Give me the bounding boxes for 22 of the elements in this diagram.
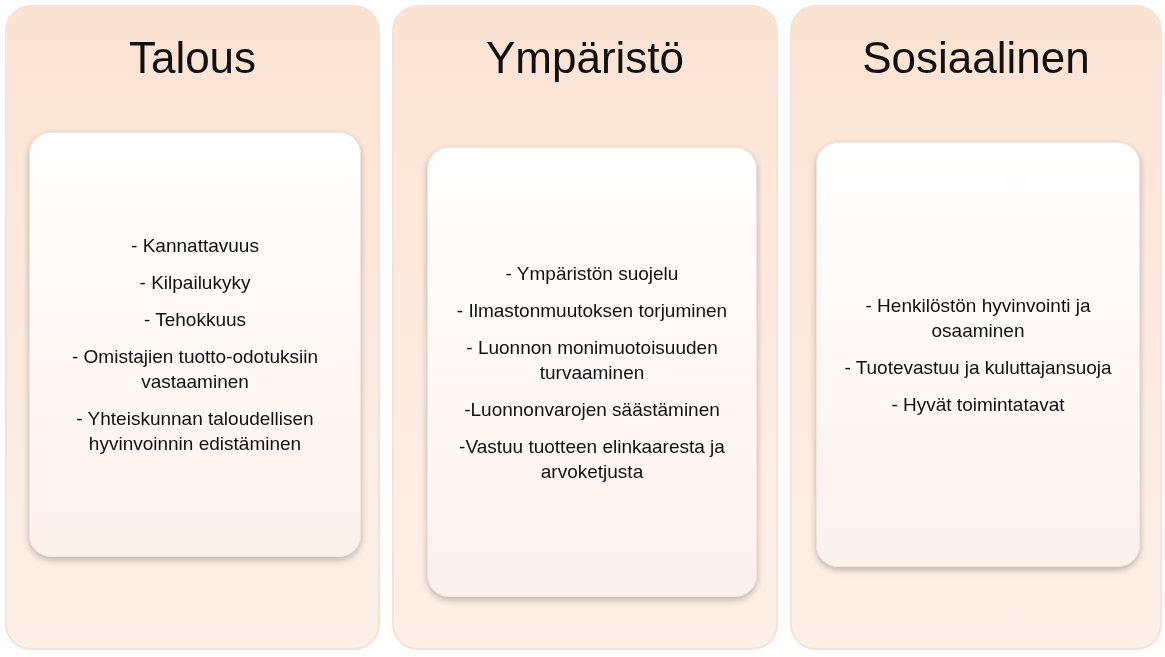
list-item: - Luonnon monimuotoisuuden turvaaminen	[465, 335, 719, 385]
list-item: - Ilmastonmuutoksen torjuminen	[456, 298, 728, 323]
list-item: - Yhteiskunnan taloudellisen hyvinvoinnin edistäminen	[75, 407, 315, 456]
list-item: - Henkilöstön hyvinvointi ja osaaminen	[864, 293, 1092, 343]
column-panel	[790, 5, 1162, 650]
list-item: - Tehokkuus	[143, 308, 247, 332]
list-item: - Kannattavuus	[131, 234, 259, 258]
column-title: Ympäristö	[485, 33, 685, 83]
list-item: - Hyvät toimintatavat	[891, 392, 1065, 417]
list-item: - Omistajien tuotto-odotuksiin vastaaminen	[70, 345, 320, 394]
list-item: -Luonnonvarojen säästäminen	[464, 397, 720, 422]
content-card	[29, 132, 361, 557]
column-title: Sosiaalinen	[862, 33, 1090, 83]
column-panel	[5, 5, 380, 650]
list-item: - Tuotevastuu ja kuluttajansuoja	[844, 355, 1112, 380]
content-card	[816, 142, 1140, 567]
list-item: -Vastuu tuotteen elinkaaresta ja arvoketjusta	[458, 434, 726, 484]
column-title: Talous	[128, 33, 257, 83]
list-item: - Kilpailukyky	[139, 271, 251, 295]
column-panel	[392, 5, 778, 650]
content-card	[427, 147, 757, 597]
list-item: - Ympäristön suojelu	[505, 261, 679, 286]
